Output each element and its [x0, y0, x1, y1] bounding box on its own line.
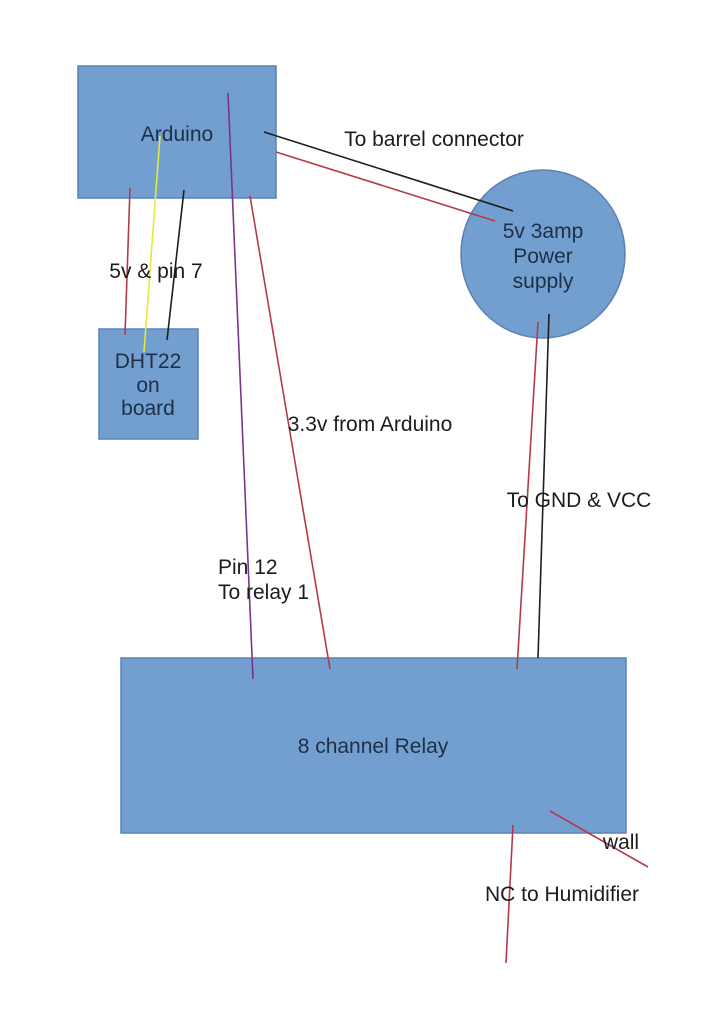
- wire-arduino-psu-barrel-red: [275, 151, 496, 222]
- wire-arduino-psu-barrel-black: [263, 131, 514, 212]
- wire-relay-wall-red: [549, 810, 649, 868]
- dht22-label-line2: on: [136, 374, 159, 397]
- wire-arduino-dht-yellow: [143, 135, 161, 353]
- wire-relay-humidifier-red: [505, 824, 514, 964]
- nc-humidifier-annotation: NC to Humidifier: [485, 883, 639, 906]
- 3v3-annotation: 3.3v from Arduino: [288, 413, 453, 436]
- power-supply-label-line3: supply: [513, 270, 574, 293]
- gnd-vcc-annotation: To GND & VCC: [507, 489, 652, 512]
- dht22-label-line3: board: [121, 397, 175, 420]
- wire-arduino-relay-pin12-purple: [227, 92, 254, 680]
- pin12-annotation-line2: To relay 1: [218, 581, 309, 604]
- wire-psu-relay-black: [537, 313, 550, 659]
- power-supply-label-line1: 5v 3amp: [503, 220, 584, 243]
- dht22-label-line1: DHT22: [115, 350, 182, 373]
- arduino-box: [77, 65, 277, 199]
- wire-arduino-relay-3v3-red: [249, 195, 331, 670]
- wire-arduino-dht-5v-red: [124, 187, 131, 336]
- 5v-pin7-annotation: 5v & pin 7: [109, 260, 202, 283]
- power-supply-label-line2: Power: [513, 245, 573, 268]
- relay-box: [120, 657, 627, 834]
- power-supply-circle: [460, 169, 626, 339]
- wire-psu-relay-red: [516, 321, 539, 670]
- arduino-label: Arduino: [141, 123, 213, 146]
- dht22-box: [98, 328, 199, 440]
- relay-label: 8 channel Relay: [298, 735, 449, 758]
- barrel-connector-annotation: To barrel connector: [344, 128, 524, 151]
- wall-annotation: wall: [602, 831, 639, 854]
- pin12-annotation-line1: Pin 12: [218, 556, 278, 579]
- wire-arduino-dht-pin7-black: [166, 189, 185, 341]
